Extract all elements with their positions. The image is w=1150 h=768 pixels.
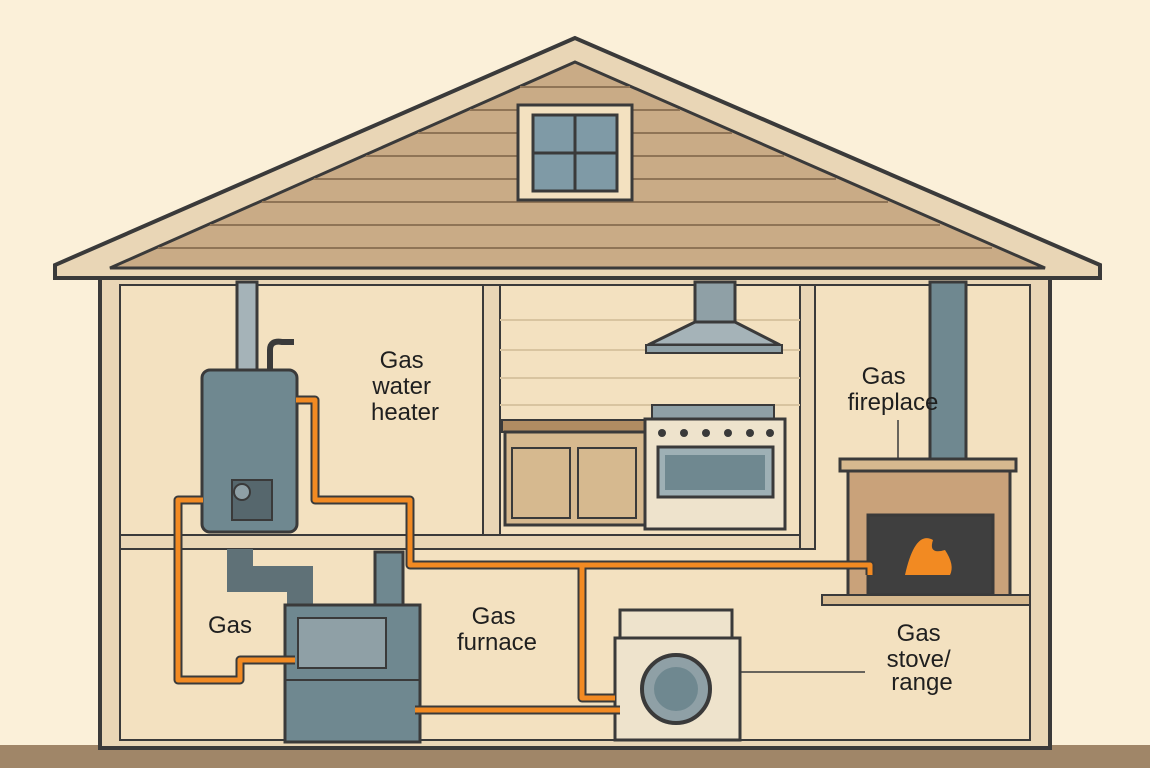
- label-stove-range: Gas stove/ range: [887, 620, 958, 696]
- label-furnace: Gas furnace: [457, 603, 537, 656]
- gas-stove: [643, 404, 787, 531]
- flame-icon: [905, 538, 952, 575]
- gas-furnace: [227, 549, 422, 744]
- label-water-heater: Gas water heater: [371, 347, 439, 426]
- kitchen-cabinets: [501, 419, 648, 527]
- floor-divider: [119, 534, 816, 550]
- label-gas: Gas: [208, 612, 252, 639]
- range-hood: [645, 280, 783, 354]
- gas-fireplace: [821, 280, 1031, 606]
- gas-dryer: [613, 608, 742, 742]
- water-heater: [200, 280, 299, 534]
- label-fireplace: Gas fireplace: [848, 363, 939, 416]
- ground: [0, 745, 1150, 768]
- roof: [53, 35, 1102, 280]
